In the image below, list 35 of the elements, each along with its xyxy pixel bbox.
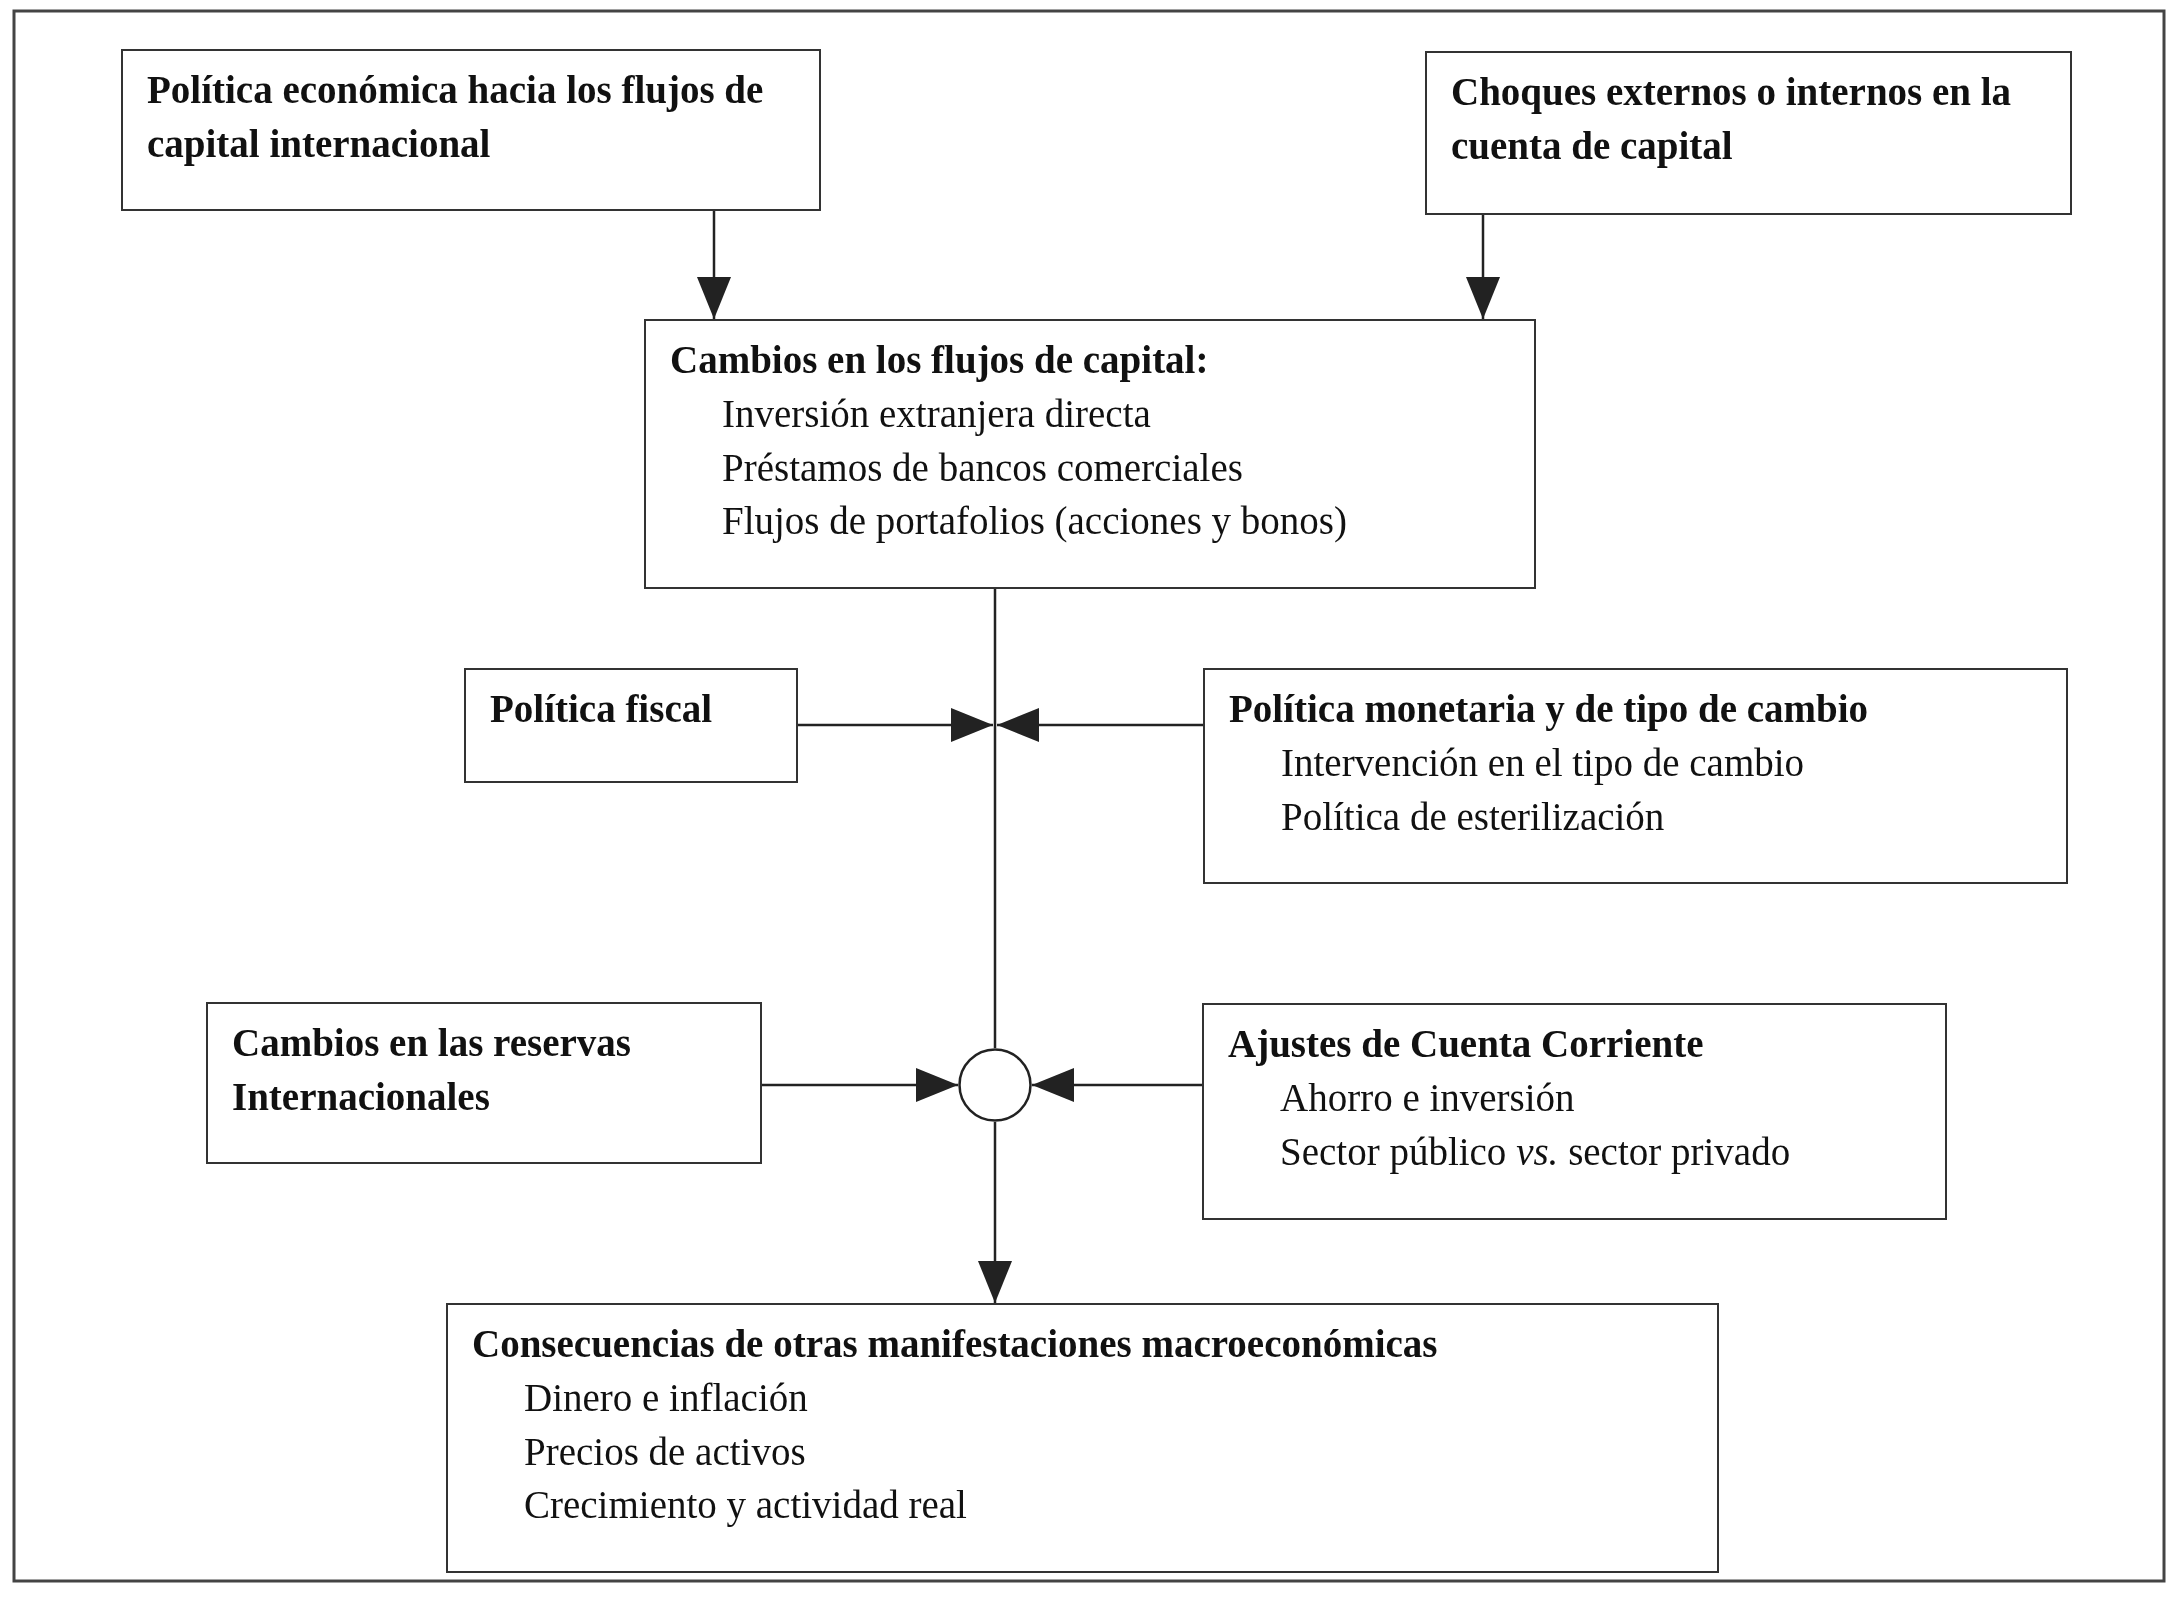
box-item: Política de esterilización [1280, 793, 1665, 840]
arrow [798, 708, 993, 742]
box-item: Crecimiento y actividad real [523, 1482, 967, 1529]
box-item: Ahorro e inversión [1279, 1074, 1575, 1121]
junction-circle [958, 1048, 1032, 1122]
process-box [446, 1303, 1719, 1573]
process-box [1203, 668, 2068, 884]
box-heading: Cambios en las reservas Internacionales [232, 1020, 632, 1120]
arrow [1466, 215, 1500, 319]
box-heading: Ajustes de Cuenta Corriente [1228, 1021, 1705, 1068]
arrow [1032, 1068, 1202, 1102]
process-box [644, 319, 1536, 589]
process-box [1425, 51, 2072, 215]
arrow [978, 1122, 1012, 1303]
box-heading: Cambios en los flujos de capital: [670, 337, 1210, 384]
box-item: Sector público vs. sector privado [1279, 1128, 1791, 1176]
box-item: Préstamos de bancos comerciales [721, 444, 1243, 491]
box-heading: Política fiscal [490, 686, 714, 732]
box-heading: Consecuencias de otras manifestaciones macroeconómicas [472, 1321, 1439, 1367]
box-item: Inversión extranjera directa [721, 390, 1151, 438]
box-item: Flujos de portafolios (acciones y bonos) [721, 498, 1347, 545]
process-box [1202, 1003, 1947, 1220]
arrow [762, 1068, 958, 1102]
process-box [121, 49, 821, 211]
box-heading: Política monetaria y de tipo de cambio [1229, 686, 1870, 733]
arrow [997, 708, 1203, 742]
box-heading: Política económica hacia los flujos de capital internacional [147, 67, 765, 168]
box-item: Intervención en el tipo de cambio [1280, 739, 1805, 787]
box-item: Dinero e inflación [523, 1374, 808, 1421]
process-box [206, 1002, 762, 1164]
arrow [697, 211, 731, 319]
box-item: Precios de activos [523, 1428, 806, 1475]
connector-line [993, 589, 997, 1048]
box-heading: Choques externos o internos en la cuenta de capital [1451, 69, 2013, 170]
process-box [464, 668, 798, 783]
